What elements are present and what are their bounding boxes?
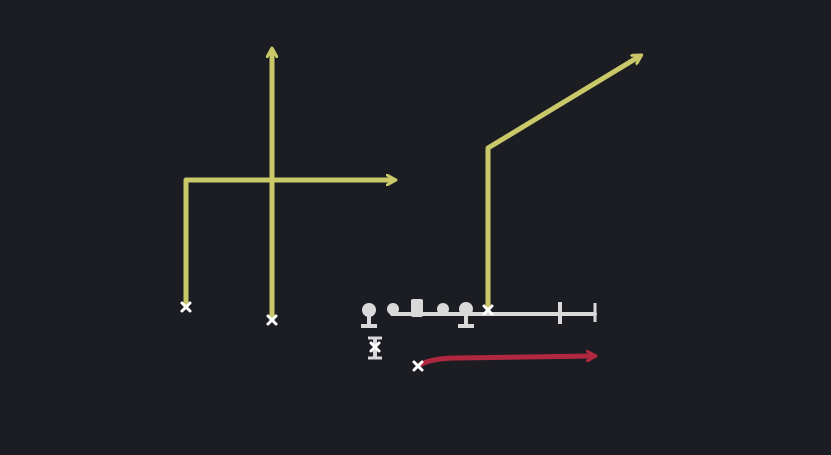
lineman-right: [458, 302, 474, 328]
bottom-flat-route: [415, 356, 594, 369]
right-post-route: [485, 56, 640, 313]
lineman-left: [361, 303, 377, 328]
lineman-center-right: [437, 303, 449, 315]
x-marker-middle: [266, 314, 278, 326]
center-snap-marker: [411, 299, 423, 317]
offensive-line: [361, 299, 597, 360]
player-markers: [180, 301, 494, 372]
x-marker-left: [180, 301, 192, 313]
x-marker-back: [369, 341, 381, 353]
left-corner-route: [183, 180, 394, 310]
lineman-guard-left: [387, 303, 399, 315]
x-marker-bottom: [412, 360, 424, 372]
x-marker-right: [482, 304, 494, 316]
